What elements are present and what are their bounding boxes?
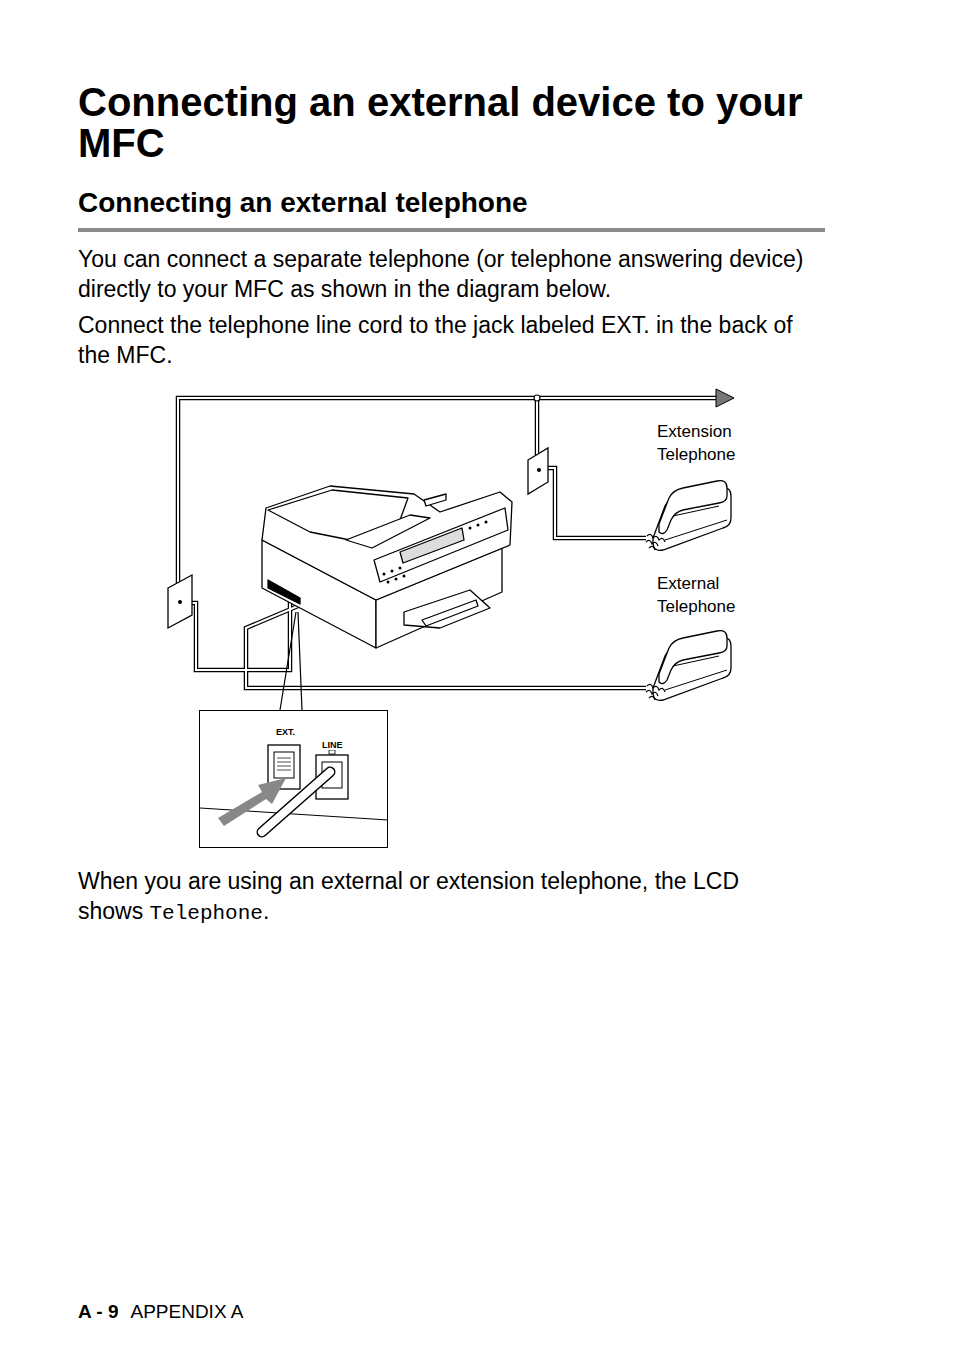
part-label: External Telephone [657, 572, 787, 618]
wall-jack [528, 448, 548, 494]
heading-rule [78, 228, 825, 232]
body-paragraph: You can connect a separate telephone (or… [78, 244, 830, 304]
mfc-machine [262, 486, 512, 648]
jack-detail [200, 734, 388, 833]
leader-line [280, 612, 302, 710]
section-heading: Connecting an external telephone [78, 187, 838, 219]
external-telephone [646, 631, 731, 701]
phone-line [178, 398, 716, 688]
detail-inset: EXT. LINE [199, 710, 388, 848]
jack-label: EXT. [276, 727, 295, 737]
wall-jack [168, 575, 192, 628]
body-paragraph: Connect the telephone line cord to the j… [78, 310, 830, 370]
page-title: Connecting an external device to your MF… [78, 82, 848, 164]
extension-telephone [646, 481, 731, 551]
page-number: A - 9 [78, 1301, 118, 1322]
lcd-text: Telephone [150, 902, 263, 925]
jack-label: LINE [322, 740, 343, 750]
junction [534, 395, 540, 401]
page-footer: A - 9 APPENDIX A [78, 1301, 478, 1323]
body-paragraph: . [263, 898, 269, 924]
part-label: Extension Telephone [657, 420, 787, 466]
body-paragraph: When you are using an external or extens… [78, 866, 830, 929]
footer-text: APPENDIX A [130, 1301, 243, 1322]
phone-line [178, 398, 716, 688]
line-arrow [716, 389, 734, 407]
